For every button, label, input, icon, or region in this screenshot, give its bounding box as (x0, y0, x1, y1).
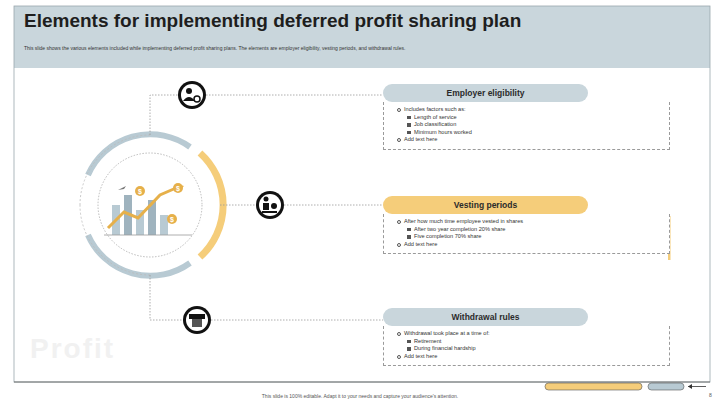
bullet-text: Length of service (396, 114, 661, 122)
bullet-text: Retirement (396, 338, 661, 346)
footer-pill (545, 383, 642, 390)
info-card: Employer eligibilityIncludes factors suc… (383, 84, 670, 150)
slide-frame (14, 6, 710, 382)
card-body: Includes factors such as:Length of servi… (383, 102, 670, 150)
info-card: Withdrawal rulesWithdrawal took place at… (383, 308, 670, 366)
coin-symbol: $ (135, 187, 145, 196)
bullet-text: During financial hardship (396, 345, 661, 353)
bullet-text: Add text here (396, 136, 661, 144)
bullet-text: Includes factors such as: (396, 106, 661, 114)
watermark: Profit (30, 333, 115, 365)
footer-pill (648, 383, 684, 390)
bullet-text: Add text here (396, 241, 661, 249)
subtitle: This slide shows the various elements in… (24, 45, 684, 51)
coin-symbol: $ (173, 184, 183, 193)
card-body: Withdrawal took place at a time of:Retir… (383, 326, 670, 366)
bullet-text: Job classification (396, 121, 661, 129)
bullet-text: Withdrawal took place at a time of: (396, 330, 661, 338)
bullet-text: Add text here (396, 353, 661, 361)
coin-symbol: $ (167, 215, 177, 224)
chart-illustration (104, 183, 192, 235)
arc (200, 153, 223, 257)
leader-line (150, 95, 383, 320)
center-circle (98, 153, 202, 257)
info-card: Vesting periodsAfter how much time emplo… (383, 196, 670, 254)
bullet-text: Minimum hours worked (396, 129, 661, 137)
footer-note: This slide is 100% editable. Adapt it to… (0, 393, 720, 399)
bullet-text: Five completion 70% share (396, 233, 661, 241)
slide-title: Elements for implementing deferred profi… (24, 10, 521, 32)
footer-arrow (688, 384, 692, 389)
bullet-text: After how much time employee vested in s… (396, 218, 661, 226)
card-heading: Vesting periods (383, 196, 588, 214)
icon-withdraw (183, 306, 211, 334)
title-band (14, 6, 710, 68)
footer-rule (14, 382, 710, 383)
card-heading: Employer eligibility (383, 84, 588, 102)
card-body: After how much time employee vested in s… (383, 214, 670, 254)
card-heading: Withdrawal rules (383, 308, 588, 326)
bullet-text: After two year completion 20% share (396, 226, 661, 234)
page-number: 8 (709, 392, 712, 398)
icon-people-gear (178, 81, 206, 109)
icon-money-person (256, 191, 284, 219)
